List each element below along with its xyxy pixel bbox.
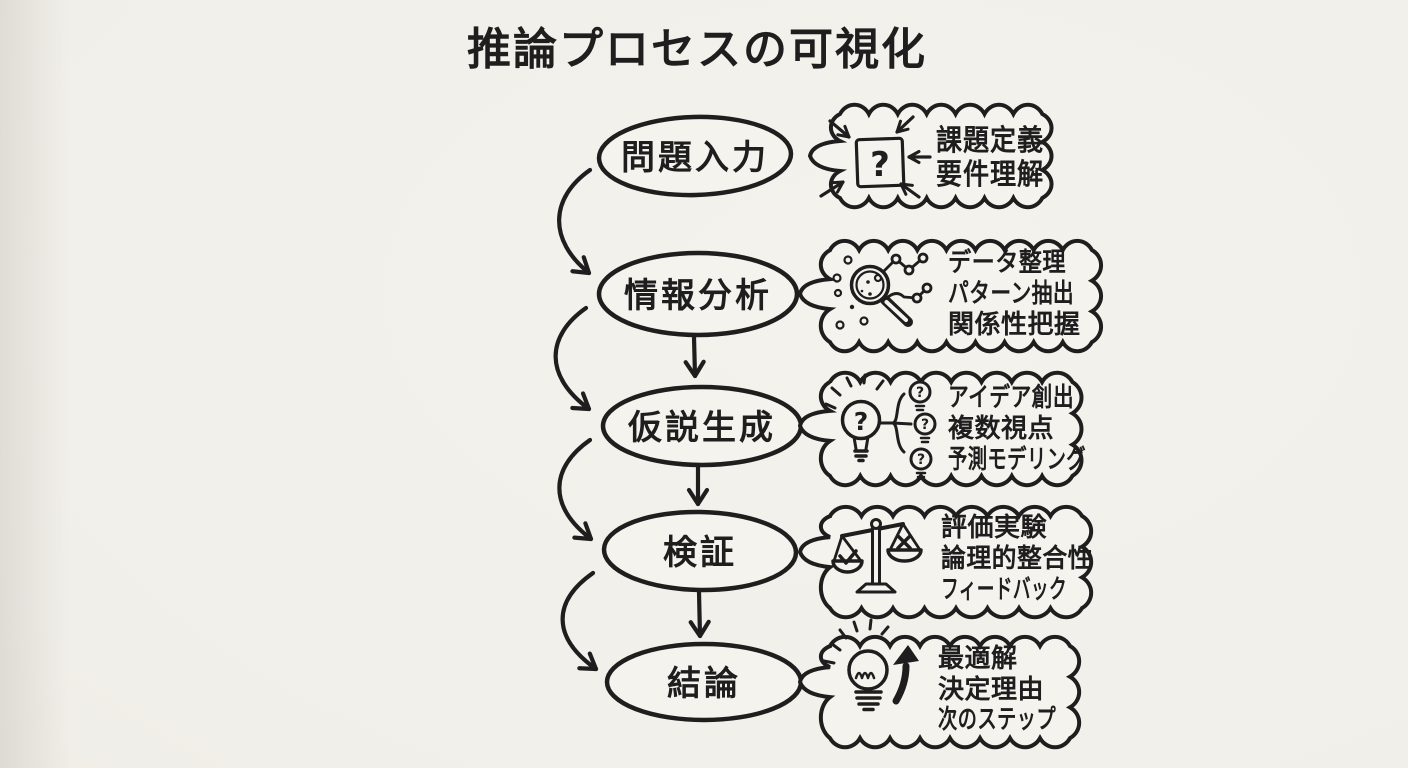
note-line: 次のステップ [938,705,1056,735]
curved-arrow-step4-step5 [560,570,599,672]
step-node-4: 検証 [601,509,799,593]
big-bulb [840,399,882,441]
note-line: アイデア創出 [948,382,1074,413]
svg-text:?: ? [921,417,929,433]
scatter-dots [832,255,883,330]
branch-lines [879,392,913,454]
inward-arrow-bottom-left [819,180,845,198]
question-target-icon [819,115,932,199]
inward-arrow-bottom-right [899,182,921,199]
bulb-filament [854,671,876,680]
note-cloud-5: 最適解 決定理由 次のステップ [797,618,1082,750]
step-node-5: 結論 [604,641,804,723]
note-line: 関係性把握 [948,310,1081,340]
question-mark-glyph: ? [854,407,869,436]
up-arrow-head [893,645,919,665]
curved-arrow-step2-step3 [553,305,592,412]
idea-bulb [847,649,889,691]
step-nodes: 問題入力 情報分析 仮説生成 検証 結論 [596,114,804,723]
note-line: 論理的整合性 [941,543,1093,574]
inward-arrow-top-left [828,119,851,139]
step-label-1: 問題入力 [621,138,769,178]
note-cloud-1: ? 課題定義 要件理解 [807,102,1054,210]
step-label-2: 情報分析 [624,276,772,316]
small-bulbs: ? ? ? [908,380,937,479]
step-label-3: 仮説生成 [627,408,776,448]
idea-bulbs-icon: ? ? ? ? [824,373,937,479]
step-node-1: 問題入力 [596,114,794,198]
svg-text:?: ? [917,452,925,468]
bulb-rays [822,618,890,665]
left-pan [831,534,864,574]
note-cloud-4: 評価実験 論理的整合性 フィードバック [797,504,1094,620]
scale-base [855,582,897,594]
step-ellipse-1 [596,114,794,198]
question-box [854,136,906,189]
note-line: 課題定義 [936,123,1044,157]
note-line: 評価実験 [941,512,1048,543]
step-label-5: 結論 [667,664,741,704]
note-line: データ整理 [948,247,1066,278]
scatter-line-top [882,256,925,273]
note-line: 最適解 [938,643,1018,674]
straight-arrow-step2-step3 [683,334,706,379]
scale-knob [870,518,882,530]
question-mark-glyph: ? [870,145,890,185]
bulb-up-arrow-icon [822,618,919,712]
balance-scale-icon [831,518,923,594]
curved-arrow-step3-step4 [557,437,594,542]
step-node-3: 仮説生成 [600,384,804,468]
cross-mark [896,534,912,550]
right-pan [886,522,923,563]
note-line: 決定理由 [938,674,1044,705]
curved-arrow-step1-step2 [557,167,593,276]
note-line: フィードバック [941,575,1067,605]
bulb-screw-base [854,690,883,712]
page-title: 推論プロセスの可視化 [467,24,927,75]
flow-arrows [553,167,711,672]
bulb-rays [824,373,885,410]
note-line: 予測モデリング [948,444,1086,475]
note-line: パターン抽出 [948,279,1074,309]
bulb-base [853,449,869,463]
up-arrow-shaft [892,662,910,705]
inward-arrow-top-right [895,115,915,134]
note-line: 要件理解 [936,157,1044,191]
magnifier-scatter-icon [832,252,933,330]
cloud-bubble-3 [797,370,1084,488]
straight-arrow-step4-step5 [688,589,711,639]
bulb-neck [852,435,870,451]
step-ellipse-4 [601,509,799,593]
note-cloud-2: データ整理 パターン抽出 関係性把握 [797,238,1103,354]
note-cloud-3: ? ? ? ? アイデア創出 複数視点 予測モデリング [797,370,1086,488]
svg-text:?: ? [916,385,924,401]
step-node-2: 情報分析 [596,250,800,338]
step-ellipse-2 [596,250,800,338]
step-label-4: 検証 [663,533,737,573]
check-mark [838,549,858,565]
scale-post [871,525,881,586]
note-line: 複数視点 [948,413,1054,444]
